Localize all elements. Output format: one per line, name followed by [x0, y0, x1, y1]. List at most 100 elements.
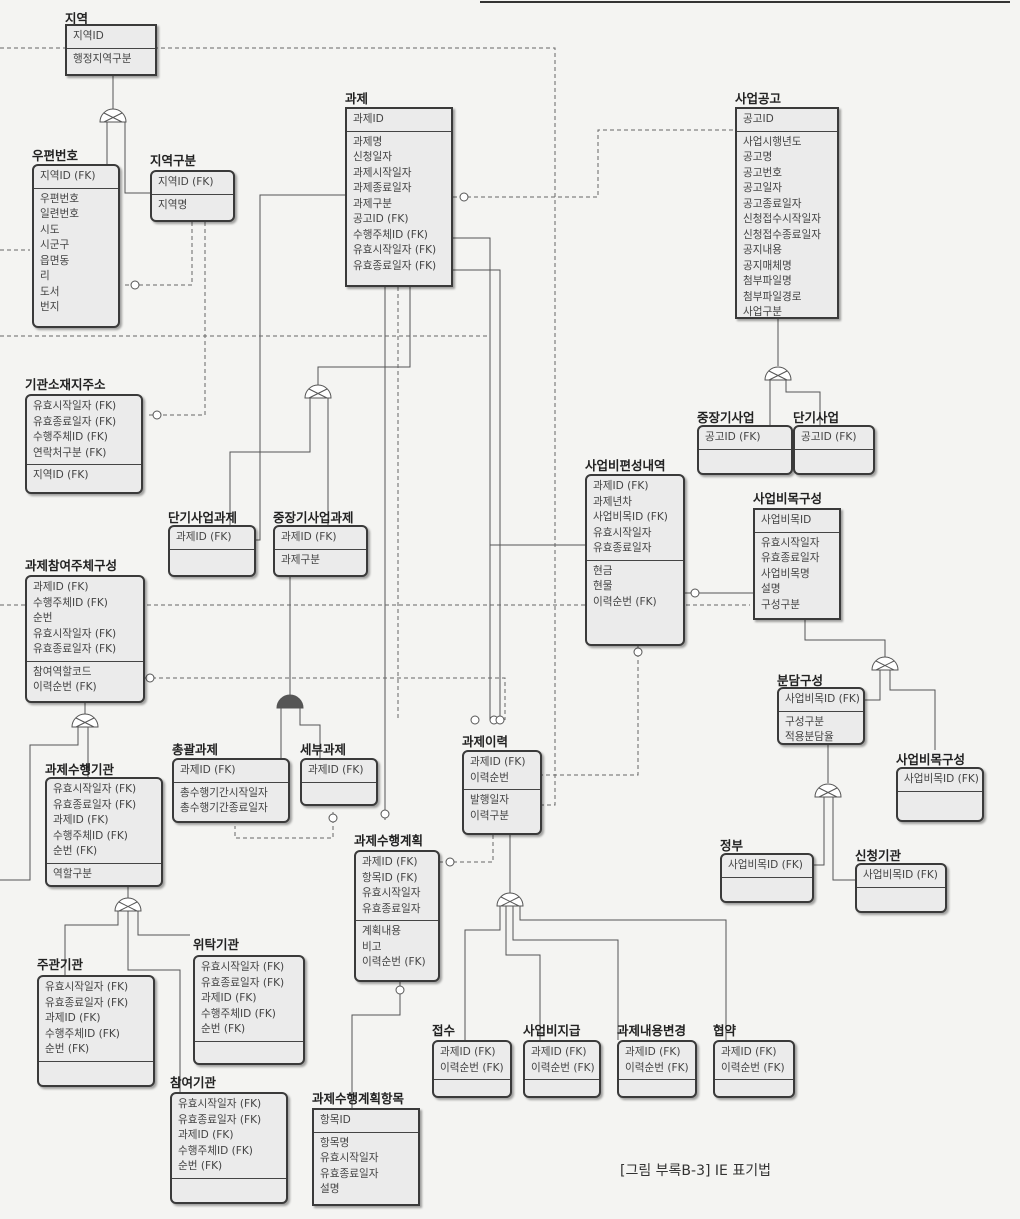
entity-mid-task[interactable]: 과제ID (FK)과제구분 [273, 525, 368, 577]
entity-short-task[interactable]: 과제ID (FK) [168, 525, 256, 577]
attribute: 공고ID (FK) [353, 213, 409, 225]
entity-receipt[interactable]: 과제ID (FK)이력순번 (FK) [432, 1040, 512, 1098]
entity-sub-task[interactable]: 과제ID (FK) [300, 758, 378, 806]
entity-budget-item-sub[interactable]: 사업비목ID (FK) [896, 767, 984, 822]
key-attribute: 유효시작일자 (FK) [53, 783, 137, 795]
entity-title-agreement: 협약 [713, 1023, 737, 1038]
entity-region-type[interactable]: 지역ID (FK)지역명 [150, 170, 235, 222]
entity-midlong-biz[interactable]: 공고ID (FK) [697, 425, 793, 475]
entity-key-section: 사업비목ID (FK) [779, 689, 863, 712]
attribute: 리 [40, 270, 50, 282]
key-attribute: 과제ID (FK) [362, 856, 418, 868]
key-attribute: 유효종료일자 (FK) [45, 996, 129, 1009]
entity-part-org[interactable]: 유효시작일자 (FK)유효종료일자 (FK)과제ID (FK)수행주체ID (F… [170, 1092, 288, 1204]
key-attribute: 유효종료일자 (FK) [33, 643, 117, 655]
figure-caption: [그림 부록B-3] IE 표기법 [620, 1163, 771, 1179]
key-attribute: 유효시작일자 (FK) [45, 981, 129, 993]
entity-key-section: 유효시작일자 (FK)유효종료일자 (FK)과제ID (FK)수행주체ID (F… [195, 957, 303, 1042]
entity-title-history: 과제이력 [462, 734, 509, 749]
key-attribute: 유효종료일자 [593, 542, 652, 554]
attribute: 우편번호 [40, 192, 79, 205]
key-attribute: 유효시작일자 [362, 887, 421, 899]
entity-attribute-section [434, 1080, 510, 1086]
attribute: 사업구분 [743, 306, 782, 318]
entity-key-section: 지역ID [67, 26, 155, 49]
entity-attribute-section [857, 888, 945, 894]
entity-key-section: 과제ID (FK) [302, 760, 376, 783]
key-attribute: 사업비목ID (FK) [785, 693, 860, 705]
entity-org-address[interactable]: 유효시작일자 (FK)유효종료일자 (FK)수행주체ID (FK)연락처구분 (… [25, 394, 143, 494]
attribute: 첨부파일명 [743, 275, 792, 287]
entity-title-region: 지역 [65, 11, 89, 26]
attribute: 비고 [362, 940, 382, 953]
entity-key-section: 항목ID [314, 1110, 418, 1133]
entity-consign-org[interactable]: 유효시작일자 (FK)유효종료일자 (FK)과제ID (FK)수행주체ID (F… [193, 955, 305, 1065]
key-attribute: 사업비목ID (FK) [593, 511, 668, 523]
entity-key-section: 과제ID (FK)이력순번 (FK) [715, 1042, 793, 1080]
key-attribute: 유효종료일자 (FK) [178, 1113, 262, 1126]
key-attribute: 과제ID (FK) [721, 1046, 777, 1058]
entity-title-receipt: 접수 [432, 1023, 456, 1038]
attribute: 과제시작일자 [353, 166, 412, 179]
key-attribute: 사업비목ID [761, 514, 812, 526]
attribute: 이력구분 [470, 809, 509, 822]
key-attribute: 연락처구분 (FK) [33, 446, 107, 459]
attribute: 역할구분 [53, 867, 92, 880]
key-attribute: 순번 (FK) [45, 1043, 90, 1055]
entity-key-section: 과제ID (FK) [174, 760, 288, 783]
entity-title-payment: 사업비지급 [523, 1023, 581, 1038]
entity-attribute-section [795, 450, 873, 456]
entity-key-section: 지역ID (FK) [34, 166, 118, 189]
key-attribute: 항목ID (FK) [362, 871, 418, 884]
key-attribute: 공고ID (FK) [801, 431, 857, 443]
key-attribute: 유효시작일자 (FK) [178, 1098, 262, 1110]
key-attribute: 수행주체ID (FK) [201, 1007, 276, 1020]
key-attribute: 이력순번 (FK) [625, 1061, 689, 1074]
attribute: 첨부파일경로 [743, 290, 802, 303]
attribute: 공고명 [743, 151, 773, 163]
attribute: 과제구분 [353, 197, 392, 210]
entity-key-section: 과제ID (FK)이력순번 (FK) [619, 1042, 695, 1080]
entity-attribute-section [302, 783, 376, 789]
key-attribute: 순번 (FK) [53, 845, 98, 857]
key-attribute: 과제ID (FK) [33, 581, 89, 593]
entity-gov[interactable]: 사업비목ID (FK) [720, 853, 814, 903]
entity-content-change[interactable]: 과제ID (FK)이력순번 (FK) [617, 1040, 697, 1098]
key-attribute: 과제ID (FK) [440, 1046, 496, 1058]
entity-short-biz[interactable]: 공고ID (FK) [793, 425, 875, 475]
entity-title-applicant: 신청기관 [855, 848, 902, 863]
entity-key-section: 공고ID (FK) [699, 427, 791, 450]
entity-lead-org[interactable]: 유효시작일자 (FK)유효종료일자 (FK)과제ID (FK)수행주체ID (F… [37, 975, 155, 1087]
entity-title-sub-task: 세부과제 [300, 742, 347, 757]
entity-title-short-task: 단기사업과제 [168, 510, 238, 525]
attribute: 사업비목명 [761, 567, 810, 580]
entity-exec-org[interactable]: 유효시작일자 (FK)유효종료일자 (FK)과제ID (FK)수행주체ID (F… [45, 777, 163, 887]
entity-applicant[interactable]: 사업비목ID (FK) [855, 863, 947, 913]
entity-key-section: 과제ID (FK) [170, 527, 254, 550]
entity-attribute-section [525, 1080, 599, 1086]
entity-payment[interactable]: 과제ID (FK)이력순번 (FK) [523, 1040, 601, 1098]
entity-title-plan: 과제수행계획 [354, 833, 424, 848]
key-attribute: 유효종료일자 (FK) [33, 415, 117, 428]
entity-agreement[interactable]: 과제ID (FK)이력순번 (FK) [713, 1040, 795, 1098]
entity-attribute-section [170, 550, 254, 556]
entity-title-exec-org: 과제수행기관 [45, 762, 115, 777]
